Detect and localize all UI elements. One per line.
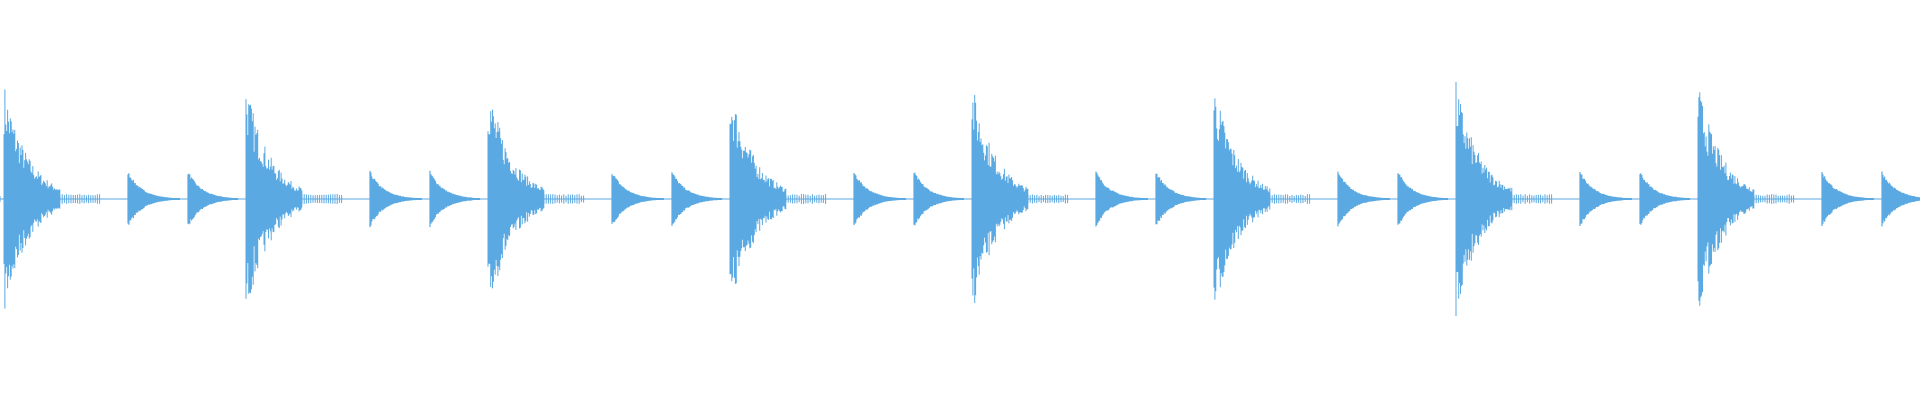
tom-hit-waveform: [369, 170, 422, 228]
waveform-channel: [0, 81, 1920, 317]
kick-hit-waveform: [1213, 98, 1311, 300]
tom-hit-waveform: [671, 172, 723, 226]
kick-hit-waveform: [3, 89, 101, 309]
kick-hit-waveform: [1697, 92, 1795, 306]
kick-hit-waveform: [245, 99, 343, 299]
kick-hit-waveform: [487, 109, 585, 289]
kick-hit-waveform: [729, 114, 827, 284]
tom-hit-waveform: [611, 174, 664, 224]
kick-hit-waveform: [971, 95, 1069, 303]
tom-hit-waveform: [1881, 171, 1920, 227]
tom-hit-waveform: [429, 170, 481, 228]
tom-hit-waveform: [1579, 172, 1632, 226]
tom-hit-waveform: [1095, 171, 1148, 227]
tom-hit-waveform: [1337, 171, 1390, 227]
tom-hit-waveform: [1639, 173, 1691, 225]
tom-hit-waveform: [853, 173, 906, 225]
tom-hit-waveform: [1397, 173, 1449, 225]
tom-hit-waveform: [1155, 173, 1207, 225]
tom-hit-waveform: [187, 173, 239, 225]
kick-hit-waveform: [1455, 81, 1553, 317]
tom-hit-waveform: [127, 173, 180, 225]
tom-hit-waveform: [1821, 172, 1874, 226]
tom-hit-waveform: [913, 172, 965, 226]
